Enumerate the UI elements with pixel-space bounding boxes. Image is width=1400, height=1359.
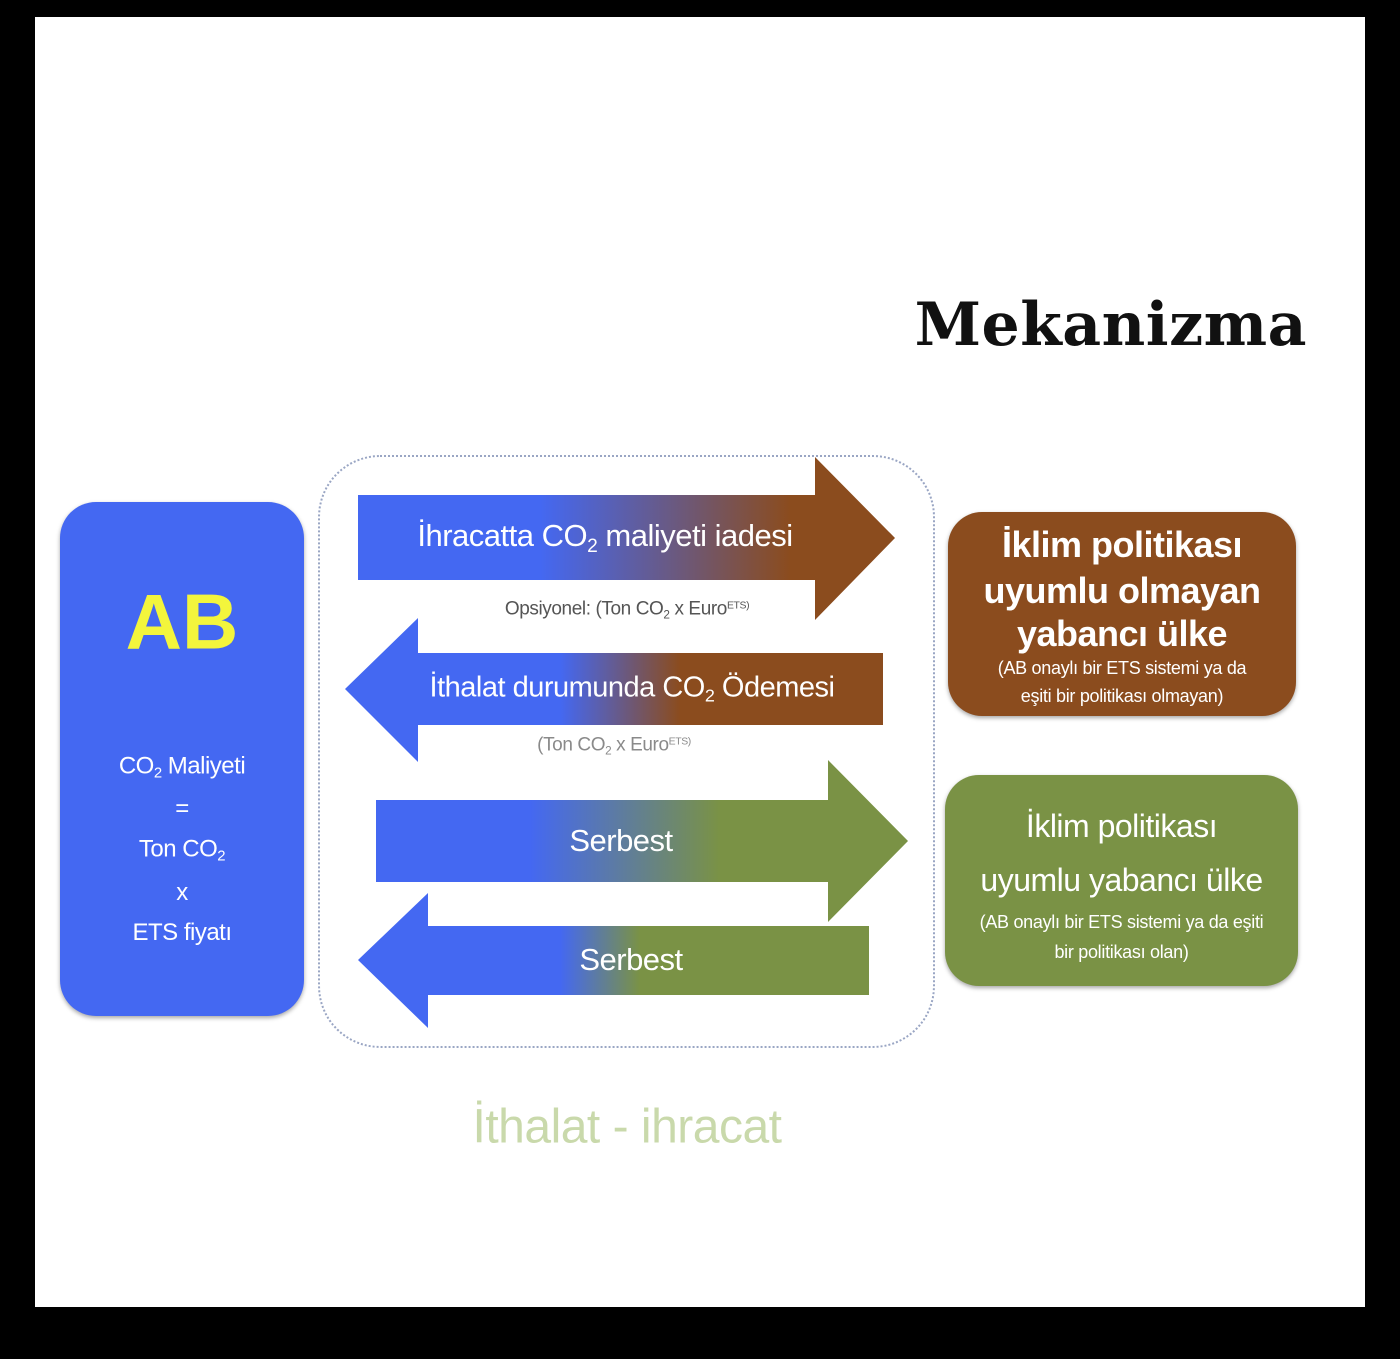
arrow-export-caption: Opsiyonel: (Ton CO2 x EuroETS): [504, 598, 750, 622]
non-compliant-line-3: yabancı ülke: [1016, 613, 1228, 654]
non-compliant-line-2: uyumlu olmayan: [983, 570, 1261, 611]
non-compliant-note-1: (AB onaylı bir ETS sistemi ya da: [997, 658, 1247, 678]
compliant-country-box: İklim politikası uyumlu yabancı ülke (AB…: [945, 775, 1298, 986]
formula-times: x: [176, 879, 188, 906]
compliant-line-1: İklim politikası: [1025, 808, 1218, 844]
non-compliant-line-1: İklim politikası: [1001, 524, 1243, 565]
arrow-free-export: [376, 760, 908, 922]
trade-group-frame: [318, 455, 935, 1048]
compliant-line-2: uyumlu yabancı ülke: [980, 862, 1263, 898]
arrow-import-payment: [345, 618, 883, 762]
arrow-export-label: İhracatta CO2 maliyeti iadesi: [417, 518, 793, 557]
eu-heading: AB: [125, 577, 239, 666]
formula-line-3: Ton CO2: [138, 835, 226, 865]
footer-caption: İthalat - ihracat: [472, 1100, 782, 1154]
formula-line-1: CO2 Maliyeti: [118, 752, 246, 782]
compliant-note-2: bir politikası olan): [1054, 942, 1189, 962]
non-compliant-country-box: İklim politikası uyumlu olmayan yabancı …: [948, 512, 1296, 716]
formula-equals: =: [175, 795, 189, 822]
arrow-export-refund: [358, 457, 895, 620]
formula-line-5: ETS fiyatı: [132, 919, 232, 946]
arrow-import-label: İthalat durumunda CO2 Ödemesi: [429, 671, 835, 706]
compliant-note-1: (AB onaylı bir ETS sistemi ya da eşiti: [979, 912, 1264, 932]
arrow-free-import-label: Serbest: [579, 942, 683, 977]
non-compliant-note-2: eşiti bir politikası olmayan): [1020, 686, 1224, 706]
arrow-import-caption: (Ton CO2 x EuroETS): [537, 734, 691, 758]
arrow-free-export-label: Serbest: [569, 823, 673, 858]
arrow-free-import: [358, 893, 869, 1028]
eu-box: [60, 502, 304, 1016]
page-title: Mekanizma: [914, 290, 1307, 360]
